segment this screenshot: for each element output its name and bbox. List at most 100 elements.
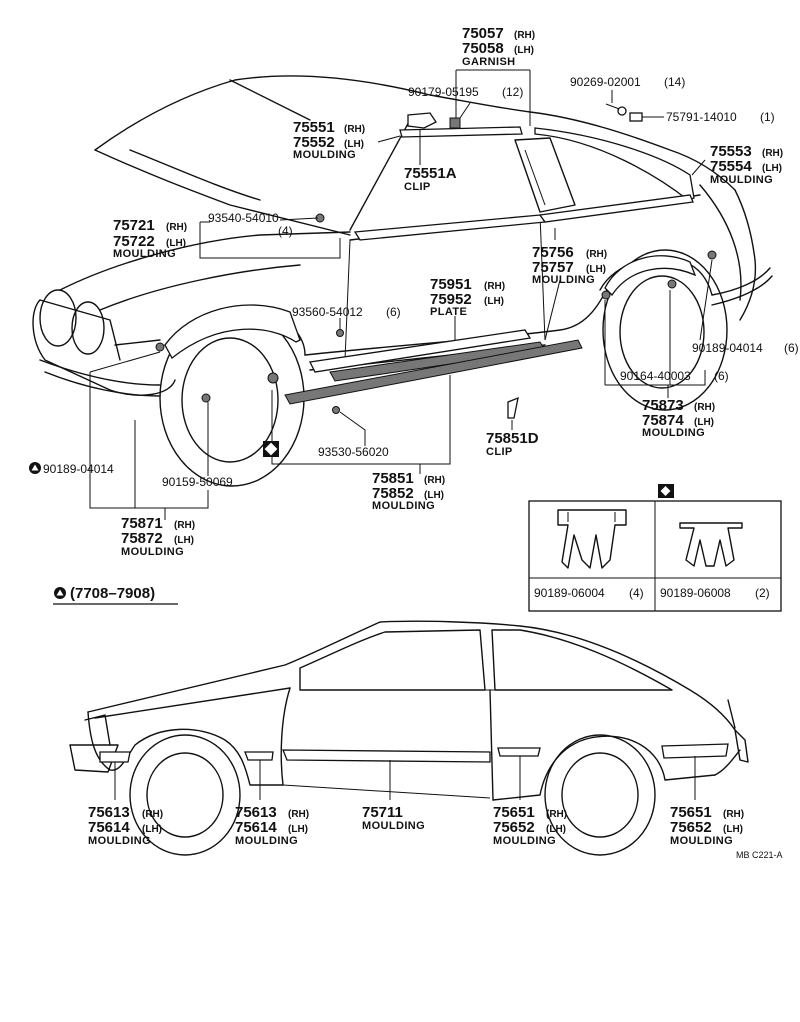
- rocker-pn2: 75852: [372, 485, 414, 502]
- page-code: MB C221-A: [736, 850, 783, 860]
- 90179-pn: 90179-05195: [408, 85, 479, 99]
- plate-pn1-side: (RH): [484, 281, 505, 292]
- lower-door-pn: 75711: [362, 804, 403, 821]
- label-90159: 90159-50069: [162, 475, 233, 489]
- 93530-pn: 93530-56020: [318, 445, 389, 459]
- label-clip-75851d: 75851D CLIP: [486, 430, 539, 458]
- clip-box-left-pn: 90189-06004: [534, 586, 605, 600]
- label-93540: 93540-54010 (4): [208, 211, 293, 238]
- label-lower-rear-corner: 75651 (RH) 75652 (LH) MOULDING: [670, 804, 744, 847]
- clip-box-right-qty: (2): [755, 586, 770, 600]
- label-90164: 90164-40003 (6): [620, 369, 729, 383]
- clip-box-left-qty: (4): [629, 586, 644, 600]
- cowl-pn2: 75722: [113, 233, 155, 250]
- 75791-qty: (1): [760, 110, 775, 124]
- lower-rear-corner-pn2-side: (LH): [723, 824, 743, 835]
- lower-rear-fender-pn1: 75651: [493, 804, 535, 821]
- lower-car-body: [69, 620, 749, 856]
- clip-75551a-desc: CLIP: [404, 181, 431, 193]
- rear-wheel-desc: MOULDING: [642, 427, 705, 439]
- belt-desc: MOULDING: [532, 274, 595, 286]
- roof-moulding-pn2-side: (LH): [344, 139, 364, 150]
- clip-90189-06004-icon: [557, 509, 627, 569]
- 90269-pn: 90269-02001: [570, 75, 641, 89]
- rocker-pn1-side: (RH): [424, 475, 445, 486]
- label-rear-wheel-moulding: 75873 (RH) 75874 (LH) MOULDING: [642, 397, 715, 439]
- label-75791: 75791-14010 (1): [666, 110, 775, 124]
- lower-door-desc: MOULDING: [362, 820, 425, 832]
- front-wheel-desc: MOULDING: [121, 546, 184, 558]
- label-lower-front-corner: 75613 (RH) 75614 (LH) MOULDING: [88, 804, 163, 847]
- label-lower-rear-fender: 75651 (RH) 75652 (LH) MOULDING: [493, 804, 567, 847]
- 90164-qty: (6): [714, 369, 729, 383]
- lower-front-fender-pn1-side: (RH): [288, 809, 309, 820]
- garnish-pn2: 75058: [462, 40, 504, 57]
- front-wheel-pn2: 75872: [121, 530, 163, 547]
- 93560-qty: (6): [386, 305, 401, 319]
- lower-front-fender-pn1: 75613: [235, 804, 277, 821]
- label-belt-moulding: 75756 (RH) 75757 (LH) MOULDING: [532, 244, 607, 286]
- lower-parts: [99, 743, 729, 763]
- front-wheel-pn1-side: (RH): [174, 520, 195, 531]
- lower-rear-fender-pn1-side: (RH): [546, 809, 567, 820]
- leader-lines: [89, 69, 713, 520]
- label-93530: 93530-56020: [318, 445, 389, 459]
- rocker-pn1: 75851: [372, 470, 414, 487]
- lower-rear-fender-pn2: 75652: [493, 819, 535, 836]
- 90179-qty: (12): [502, 85, 523, 99]
- label-front-wheel-moulding: 75871 (RH) 75872 (LH) MOULDING: [121, 515, 195, 558]
- lower-front-fender-pn2-side: (LH): [288, 824, 308, 835]
- cowl-pn2-side: (LH): [166, 238, 186, 249]
- lower-front-fender-pn2: 75614: [235, 819, 277, 836]
- garnish-desc: GARNISH: [462, 56, 516, 68]
- label-roof-moulding: 75551 (RH) 75552 (LH) MOULDING: [293, 119, 365, 161]
- label-rocker-moulding: 75851 (RH) 75852 (LH) MOULDING: [372, 470, 445, 512]
- 75791-pn: 75791-14010: [666, 110, 737, 124]
- lower-front-corner-pn1-side: (RH): [142, 809, 163, 820]
- lower-front-corner-desc: MOULDING: [88, 835, 151, 847]
- belt-pn2-side: (LH): [586, 264, 606, 275]
- roof-moulding-pn1: 75551: [293, 119, 335, 136]
- rocker-pn2-side: (LH): [424, 490, 444, 501]
- clip-75551a-pn: 75551A: [404, 165, 457, 182]
- 93560-pn: 93560-54012: [292, 305, 363, 319]
- lower-rear-corner-pn1-side: (RH): [723, 809, 744, 820]
- 90189-04014-lh-pn: 90189-04014: [43, 462, 114, 476]
- front-wheel-pn2-side: (LH): [174, 535, 194, 546]
- label-90189-04014-lh: 90189-04014: [29, 462, 114, 476]
- clip-box-right-pn: 90189-06008: [660, 586, 731, 600]
- lower-rear-corner-pn2: 75652: [670, 819, 712, 836]
- 93540-qty: (4): [278, 224, 293, 238]
- garnish-pn2-side: (LH): [514, 45, 534, 56]
- date-range-label: (7708–7908): [53, 585, 178, 605]
- lower-front-corner-pn2-side: (LH): [142, 824, 162, 835]
- rear-wheel-pn2-side: (LH): [694, 417, 714, 428]
- 93540-pn: 93540-54010: [208, 211, 279, 225]
- cowl-pn1: 75721: [113, 217, 155, 234]
- rear-wheel-pn1-side: (RH): [694, 402, 715, 413]
- rocker-desc: MOULDING: [372, 500, 435, 512]
- label-93560: 93560-54012 (6): [292, 305, 401, 319]
- lower-front-corner-pn2: 75614: [88, 819, 130, 836]
- label-garnish: 75057 (RH) 75058 (LH) GARNISH: [462, 25, 535, 68]
- garnish-pn1-side: (RH): [514, 30, 535, 41]
- rear-roof-pn2-side: (LH): [762, 163, 782, 174]
- date-range-text: (7708–7908): [70, 585, 155, 602]
- garnish-pn1: 75057: [462, 25, 504, 42]
- clip-box: 90189-06004 (4) 90189-06008 (2): [528, 484, 782, 612]
- label-plate: 75951 (RH) 75952 (LH) PLATE: [430, 276, 505, 318]
- belt-pn1-side: (RH): [586, 249, 607, 260]
- upper-parts: [155, 103, 717, 419]
- 90164-pn: 90164-40003: [620, 369, 691, 383]
- label-90189-04014-rh: 90189-04014 (6): [692, 341, 799, 355]
- plate-pn2: 75952: [430, 291, 472, 308]
- lower-rear-corner-desc: MOULDING: [670, 835, 733, 847]
- 90189-04014-rh-qty: (6): [784, 341, 799, 355]
- diamond-marker-upper: [263, 441, 279, 457]
- belt-pn1: 75756: [532, 244, 574, 261]
- 90159-pn: 90159-50069: [162, 475, 233, 489]
- rear-roof-pn1: 75553: [710, 143, 752, 160]
- plate-pn1: 75951: [430, 276, 472, 293]
- roof-moulding-pn2: 75552: [293, 134, 335, 151]
